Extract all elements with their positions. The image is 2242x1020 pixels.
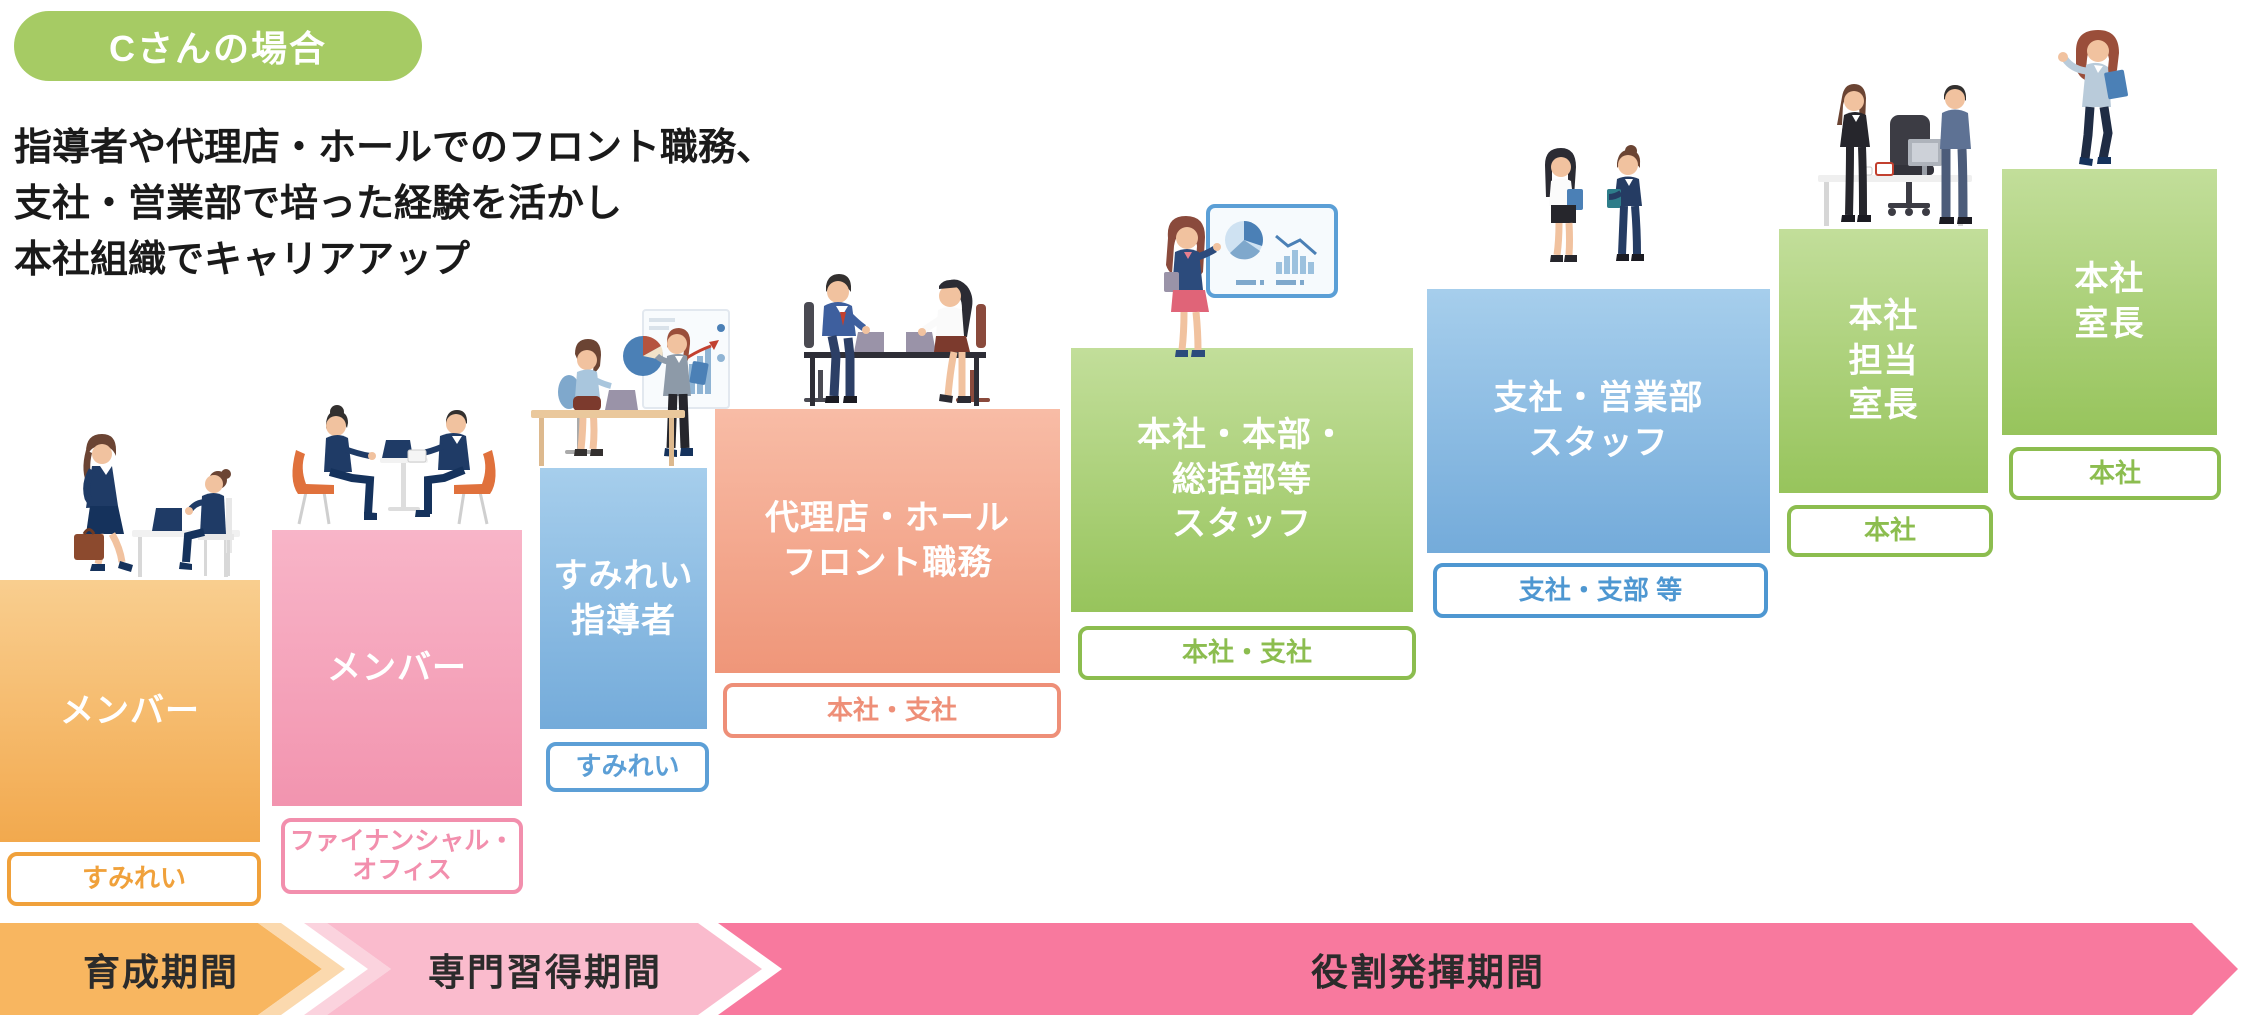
tag-label: ファイナンシャル・ オフィス: [289, 827, 515, 884]
description-line-2: 支社・営業部で培った経験を活かし: [14, 183, 623, 225]
tag-label: 支社・支部 等: [1518, 574, 1683, 605]
tag-label: 本社・支社: [826, 694, 957, 725]
phase-label-training: 育成期間: [83, 952, 239, 993]
illustration-two-people-meeting-orange-chairs: [292, 405, 496, 525]
phase-label-role: 役割発揮期間: [1311, 952, 1545, 993]
step-title: メンバー: [327, 648, 467, 687]
step-title: メンバー: [60, 691, 200, 730]
step-title: 代理店・ホール フロント職務: [765, 499, 1010, 582]
location-tag-sumirei: すみれい: [7, 852, 261, 906]
phase-arrow-training: [0, 923, 322, 1015]
location-tag-honsha-2: 本社: [2009, 447, 2221, 500]
description-line-3: 本社組織でキャリアアップ: [14, 239, 471, 281]
phase-arrow-role: [718, 923, 2238, 1015]
tag-label: 本社: [1863, 515, 1916, 546]
tag-label: 本社: [2088, 457, 2141, 488]
case-badge: Cさんの場合: [14, 11, 422, 81]
step-title: 本社 担当 室長: [1848, 296, 1919, 425]
illustration-woman-presenting-dashboard: [1164, 204, 1338, 357]
illustration-trainer-with-charts-and-trainee: [531, 309, 730, 466]
chevron-stripe-light-orange: [258, 923, 345, 1015]
step-title: 本社・本部・ 総括部等 スタッフ: [1137, 415, 1347, 544]
location-tag-financial-office: ファイナンシャル・ オフィス: [281, 818, 523, 894]
location-tag-honsha-shisha-2: 本社・支社: [1078, 626, 1416, 680]
career-step-member-sumirei: メンバー: [0, 580, 260, 842]
career-step-branch-sales-staff: 支社・営業部 スタッフ: [1427, 289, 1770, 553]
illustration-standing-woman-blue-folder: [2058, 30, 2128, 166]
career-step-agency-hall-front: 代理店・ホール フロント職務: [715, 409, 1060, 673]
phase-label-specialty: 専門習得期間: [428, 952, 662, 993]
step-title: すみれい 指導者: [553, 556, 694, 640]
location-tag-shisha-shibu: 支社・支部 等: [1433, 563, 1768, 618]
timeline-band: [0, 923, 2238, 1015]
career-step-member-financial-office: メンバー: [272, 530, 522, 806]
location-tag-honsha-1: 本社: [1787, 505, 1993, 557]
location-tag-honsha-shisha-1: 本社・支社: [723, 683, 1061, 738]
career-step-head-office-section-chief: 本社 担当 室長: [1779, 229, 1988, 493]
illustration-walking-woman-and-seated-colleague: [74, 434, 240, 577]
step-title: 本社 室長: [2074, 260, 2145, 343]
case-description: 指導者や代理店・ホールでのフロント職務、 支社・営業部で培った経験を活かし 本社…: [14, 120, 834, 288]
chevron-stripe-pale-pink: [304, 923, 391, 1015]
career-step-head-office-staff: 本社・本部・ 総括部等 スタッフ: [1071, 348, 1413, 612]
step-title: 支社・営業部 スタッフ: [1493, 379, 1704, 462]
tag-label: 本社・支社: [1181, 637, 1312, 668]
illustration-two-women-talking-folders: [1545, 145, 1644, 262]
tag-label: すみれい: [575, 751, 680, 782]
location-tag-sumirei-2: すみれい: [546, 742, 709, 792]
case-badge-label: Cさんの場合: [109, 28, 327, 69]
career-step-sumirei-leader: すみれい 指導者: [540, 468, 707, 729]
description-line-1: 指導者や代理店・ホールでのフロント職務、: [14, 127, 775, 169]
phase-arrow-specialty: [327, 923, 762, 1015]
illustration-office-desk-monitor-meeting: [1818, 84, 1972, 226]
career-step-head-office-chief: 本社 室長: [2002, 169, 2217, 435]
illustration-two-people-desk-laptops: [804, 274, 990, 406]
tag-label: すみれい: [81, 863, 186, 894]
